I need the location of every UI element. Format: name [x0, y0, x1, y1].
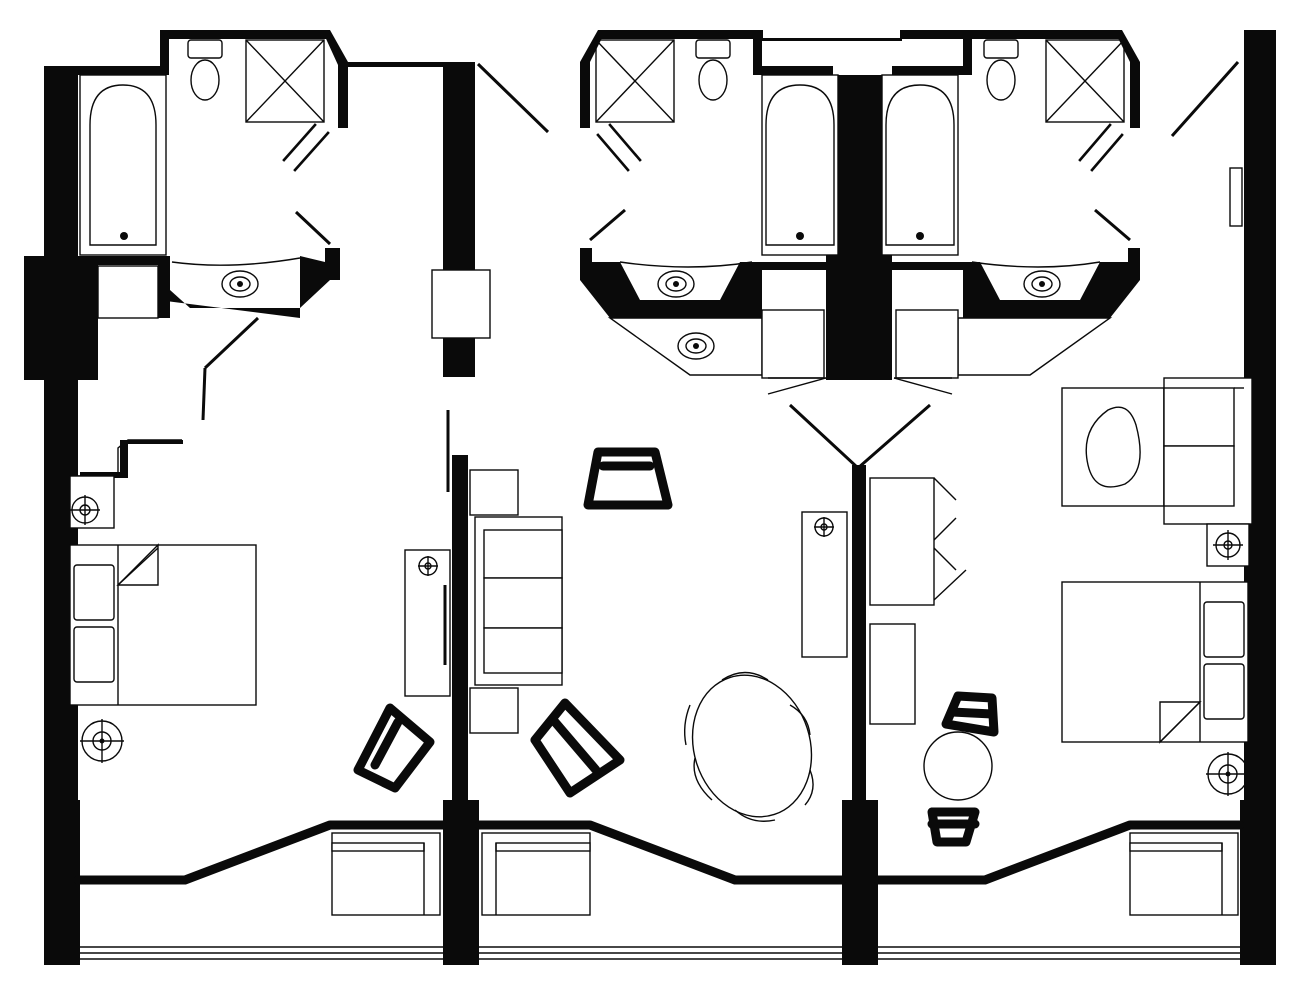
toilet-icon — [695, 39, 731, 101]
bathroom-center — [580, 30, 902, 395]
sink-icon — [657, 270, 695, 298]
dresser — [869, 623, 916, 725]
lounge-chair-icon — [1061, 377, 1253, 525]
left-facade-pier — [44, 800, 80, 965]
wardrobe-icon — [895, 309, 959, 379]
bathtub-icon — [761, 74, 839, 256]
party-wall-lower-left — [452, 455, 468, 800]
balcony-wall-left — [73, 820, 448, 885]
lounge-chair-icon — [481, 832, 591, 916]
luggage-rack-left — [431, 269, 491, 339]
toilet-icon — [187, 39, 223, 101]
desk-icon — [404, 549, 451, 697]
structural-walls — [24, 30, 1276, 965]
entrance-door-right[interactable] — [1170, 61, 1240, 137]
armchair-icon — [927, 807, 980, 847]
sink-icon — [221, 270, 259, 298]
balcony-furniture — [331, 832, 1239, 916]
bedroom-right — [869, 377, 1253, 847]
bed-icon — [69, 543, 257, 706]
armchair-icon — [583, 447, 673, 510]
wardrobe-icon — [761, 309, 825, 379]
bed-icon — [1061, 581, 1249, 744]
lamp-icon — [80, 719, 124, 763]
bathroom-window — [340, 62, 446, 67]
armchair-icon — [530, 698, 625, 798]
bathroom-left — [44, 30, 446, 529]
connecting-doors[interactable] — [788, 403, 931, 471]
round-table — [923, 731, 993, 801]
party-wall-balcony-left — [443, 800, 479, 965]
armchair-icon — [353, 703, 435, 793]
wardrobe-icon — [869, 477, 967, 606]
shower-icon — [595, 39, 675, 172]
entrance-door-left[interactable] — [476, 62, 550, 134]
shower-icon — [1045, 39, 1125, 172]
lamp-icon — [1206, 523, 1250, 567]
bedroom-left — [69, 495, 451, 793]
bathtub-icon — [881, 74, 959, 256]
side-table — [469, 687, 519, 734]
balcony-walls — [73, 820, 1245, 960]
bathroom-right — [881, 30, 1140, 395]
balcony-wall-right — [873, 820, 1245, 885]
lamp-icon — [1206, 752, 1250, 796]
side-table — [469, 469, 519, 516]
bathtub-icon — [79, 74, 167, 256]
living-room-center — [469, 447, 848, 822]
lounge-chair-icon — [331, 832, 441, 916]
left-column — [24, 256, 98, 380]
toilet-icon — [983, 39, 1019, 101]
desk-icon — [801, 511, 848, 658]
lamp-icon — [70, 495, 100, 525]
lounge-chair-icon — [1129, 832, 1239, 916]
sink-icon — [1023, 270, 1061, 298]
party-wall-lower-right — [852, 465, 866, 800]
sink-icon — [677, 332, 715, 360]
balcony-wall-center — [474, 820, 847, 885]
shower-icon — [245, 39, 330, 172]
dining-table-icon — [683, 671, 814, 822]
armchair-icon — [941, 691, 999, 737]
right-facade-pier — [1240, 800, 1276, 965]
party-wall-balcony-right — [842, 800, 878, 965]
sofa-icon — [474, 516, 563, 686]
